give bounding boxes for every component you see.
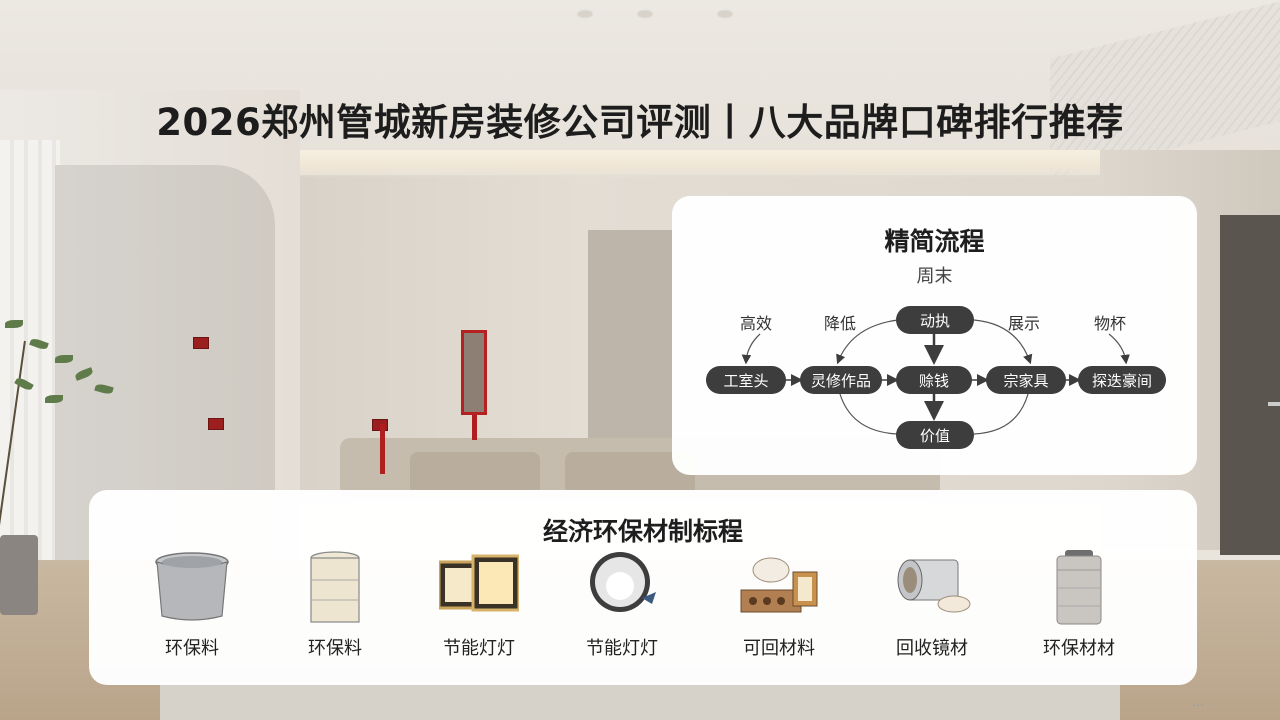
recycled-blocks-icon	[740, 557, 818, 613]
red-pipe	[472, 415, 477, 440]
cove-light	[300, 150, 1100, 178]
page-title: 2026郑州管城新房装修公司评测丨八大品牌口碑排行推荐	[156, 101, 1124, 144]
arrow	[836, 319, 899, 365]
cushion	[410, 452, 540, 496]
material-label: 环保材材	[1043, 638, 1115, 659]
flow-node: 灵修作品	[800, 366, 882, 394]
arrow	[1108, 333, 1130, 365]
paint-can-icon	[310, 551, 360, 623]
plant-pot	[0, 535, 38, 615]
wall-socket	[193, 337, 209, 349]
flow-node-top: 动执	[896, 306, 974, 334]
materials-title: 经济环保材制标程	[542, 517, 743, 546]
flow-subtitle: 周末	[916, 266, 953, 287]
material-item: 环保材材	[1019, 550, 1139, 660]
flow-node-bottom: 价值	[896, 421, 974, 449]
pipe-roll-icon	[897, 559, 971, 613]
ceiling-lamp-icon	[590, 552, 656, 612]
material-item: 环保料	[275, 550, 395, 660]
rug	[160, 682, 1120, 720]
plant-leaf	[55, 355, 73, 363]
flow-title: 精简流程	[884, 227, 985, 256]
materials-card: 经济环保材制标程 环保料 环保料 节能灯灯	[89, 490, 1197, 685]
material-item: 节能灯灯	[562, 550, 682, 660]
downlight	[638, 11, 652, 17]
bucket-icon	[155, 552, 229, 621]
wall-chase	[461, 330, 487, 415]
door	[1220, 215, 1280, 555]
plant-leaf	[5, 320, 23, 328]
flow-connectors	[741, 319, 1130, 435]
material-label: 环保料	[308, 638, 362, 659]
red-pipe	[380, 424, 385, 474]
flow-node: 探迭豪间	[1078, 366, 1166, 394]
plant-leaf	[45, 395, 63, 403]
flow-label: 展示	[1008, 314, 1041, 333]
material-label: 环保料	[165, 638, 219, 659]
wall-socket	[208, 418, 224, 430]
downlight	[578, 11, 592, 17]
material-item: 环保料	[132, 550, 252, 660]
panel-lights-icon	[439, 554, 519, 612]
storage-bin-icon	[1056, 550, 1102, 625]
material-label: 回收镜材	[896, 638, 968, 659]
material-label: 节能灯灯	[443, 638, 515, 659]
window-curtain	[0, 140, 60, 560]
flow-label: 高效	[740, 314, 773, 333]
arrow	[741, 333, 761, 365]
arrow	[973, 393, 1029, 435]
downlight	[718, 11, 732, 17]
flow-node: 工室头	[706, 366, 786, 394]
flow-node: 宗家具	[986, 366, 1066, 394]
arrow	[839, 393, 899, 435]
material-label: 可回材料	[743, 638, 815, 659]
flow-node: 赊钱	[896, 366, 972, 394]
door-handle	[1268, 402, 1280, 406]
arrow	[973, 319, 1033, 365]
flow-label: 降低	[824, 314, 857, 333]
flow-label: 物杯	[1094, 314, 1127, 333]
material-item: 可回材料	[719, 550, 839, 660]
doorway	[588, 230, 672, 440]
material-item: 节能灯灯	[419, 550, 539, 660]
material-label: 节能灯灯	[586, 638, 658, 659]
watermark: ...	[1193, 695, 1205, 709]
flow-card: 精简流程 周末 高效 降低 展示 物杯 动执 工室头 灵修作品 赊钱 宗家具 探…	[672, 196, 1197, 475]
material-item: 回收镜材	[872, 550, 992, 660]
